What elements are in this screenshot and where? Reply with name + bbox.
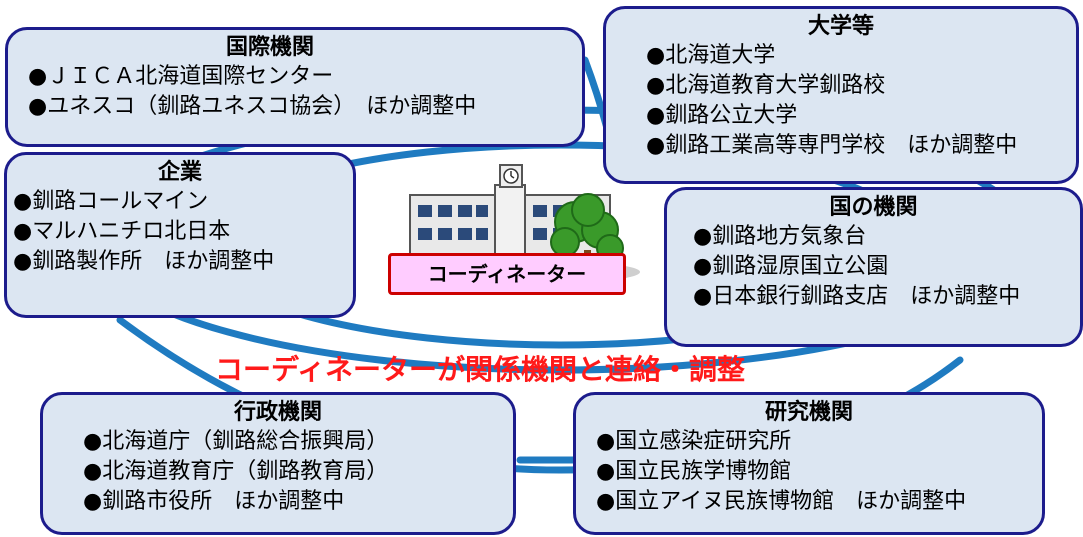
list-item: 国立アイヌ民族博物館 ほか調整中 (596, 487, 1042, 517)
box-research-institutes: 研究機関 国立感染症研究所 国立民族学博物館 国立アイヌ民族博物館 ほか調整中 (573, 392, 1045, 535)
list-item: 釧路工業高等専門学校 ほか調整中 (646, 131, 1076, 161)
box-companies: 企業 釧路コールマイン マルハニチロ北日本 釧路製作所 ほか調整中 (4, 152, 356, 318)
box-title: 研究機関 (764, 400, 853, 425)
list-item: 北海道教育庁（釧路教育局） (83, 457, 513, 487)
list-item: 釧路製作所 ほか調整中 (13, 247, 353, 277)
box-title: 大学等 (807, 14, 874, 39)
caption-text: コーディネーターが関係機関と連絡・調整 (214, 353, 746, 386)
list-item: 釧路湿原国立公園 (693, 252, 1080, 282)
list-item: 釧路コールマイン (13, 187, 353, 217)
list-item: 日本銀行釧路支店 ほか調整中 (693, 282, 1080, 312)
list-item: マルハニチロ北日本 (13, 217, 353, 247)
box-international-organizations: 国際機関 ＪＩＣＡ北海道国際センター ユネスコ（釧路ユネスコ協会） ほか調整中 (5, 27, 585, 147)
box-government-agencies: 行政機関 北海道庁（釧路総合振興局） 北海道教育庁（釧路教育局） 釧路市役所 ほ… (40, 392, 516, 535)
list-item: 北海道教育大学釧路校 (646, 71, 1076, 101)
list-item: 北海道庁（釧路総合振興局） (83, 427, 513, 457)
list-item: 北海道大学 (646, 41, 1076, 71)
list-item: 釧路市役所 ほか調整中 (83, 487, 513, 517)
box-universities: 大学等 北海道大学 北海道教育大学釧路校 釧路公立大学 釧路工業高等専門学校 ほ… (603, 6, 1079, 184)
list-item: 国立感染症研究所 (596, 427, 1042, 457)
list-item: ユネスコ（釧路ユネスコ協会） ほか調整中 (28, 92, 582, 122)
box-national-agencies: 国の機関 釧路地方気象台 釧路湿原国立公園 日本銀行釧路支店 ほか調整中 (664, 187, 1083, 347)
list-item: ＪＩＣＡ北海道国際センター (28, 62, 582, 92)
box-title: 国際機関 (226, 35, 315, 60)
box-title: 行政機関 (233, 400, 322, 425)
box-title: 国の機関 (829, 195, 918, 220)
coordinator-label: コーディネーター (388, 253, 626, 295)
list-item: 釧路地方気象台 (693, 222, 1080, 252)
list-item: 釧路公立大学 (646, 101, 1076, 131)
box-title: 企業 (157, 160, 202, 185)
list-item: 国立民族学博物館 (596, 457, 1042, 487)
